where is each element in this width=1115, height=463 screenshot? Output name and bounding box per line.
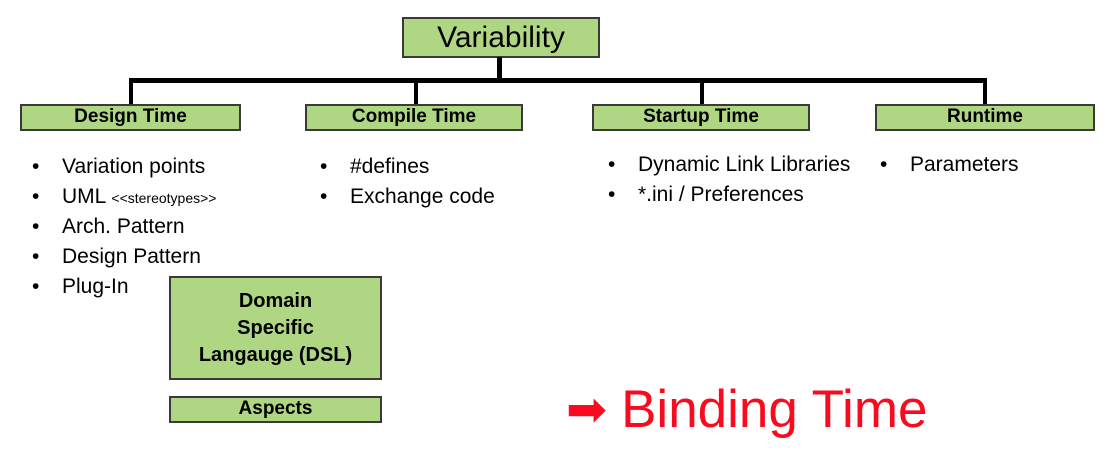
list-item: • Parameters	[880, 150, 1100, 180]
list-item: • UML <<stereotypes>>	[32, 182, 297, 212]
bullet-icon: •	[608, 153, 616, 176]
bullet-icon: •	[32, 155, 40, 178]
bullet-icon: •	[880, 153, 888, 176]
bullet-list-compile-time: • #defines • Exchange code	[320, 152, 570, 212]
node-variability: Variability	[402, 17, 600, 58]
node-runtime: Runtime	[875, 104, 1095, 131]
list-item-label: Plug-In	[62, 275, 129, 299]
list-item-text: UML	[62, 185, 106, 209]
node-design-time-label: Design Time	[74, 106, 187, 128]
list-item-label: Arch. Pattern	[62, 215, 185, 239]
node-dsl-line-3: Langauge (DSL)	[198, 343, 353, 366]
list-item-label: #defines	[350, 155, 430, 178]
bullet-list-design-time: • Variation points • UML <<stereotypes>>…	[32, 152, 297, 302]
list-item: • Plug-In	[32, 272, 297, 302]
list-item-stereotype: <<stereotypes>>	[111, 190, 217, 207]
list-item: • Dynamic Link Libraries	[608, 150, 863, 180]
list-item-label: Dynamic Link Libraries	[638, 153, 851, 176]
right-arrow-icon: ➡	[566, 381, 608, 438]
list-item: • Variation points	[32, 152, 297, 182]
node-startup-time: Startup Time	[592, 104, 810, 131]
node-design-time: Design Time	[20, 104, 241, 131]
node-aspects-label: Aspects	[238, 398, 313, 420]
list-item: • Design Pattern	[32, 242, 297, 272]
bullet-icon: •	[32, 215, 40, 239]
bullet-icon: •	[32, 275, 40, 299]
connector-drop-runtime	[983, 78, 987, 106]
bullet-list-startup-time: • Dynamic Link Libraries • *.ini / Prefe…	[608, 150, 863, 210]
list-item-label: Variation points	[62, 155, 206, 178]
list-item: • #defines	[320, 152, 570, 182]
binding-time-label: Binding Time	[621, 380, 928, 439]
list-item-label: UML <<stereotypes>>	[62, 182, 297, 212]
bullet-icon: •	[320, 185, 328, 209]
list-item: • Exchange code	[320, 182, 570, 212]
list-item: • Arch. Pattern	[32, 212, 297, 242]
binding-time-callout: ➡ Binding Time	[566, 383, 927, 436]
bullet-icon: •	[320, 155, 328, 178]
node-startup-time-label: Startup Time	[643, 106, 759, 128]
connector-horizontal-bus	[129, 78, 986, 83]
node-dsl-line-1: Domain	[238, 289, 313, 312]
node-compile-time-label: Compile Time	[351, 106, 477, 128]
connector-root-stem	[497, 57, 502, 81]
node-variability-label: Variability	[437, 20, 565, 54]
node-aspects: Aspects	[169, 396, 382, 423]
bullet-icon: •	[608, 183, 616, 207]
bullet-icon: •	[32, 245, 40, 269]
list-item-label: *.ini / Preferences	[638, 183, 804, 207]
node-domain-specific-language: Domain Specific Langauge (DSL)	[169, 276, 382, 380]
node-dsl-text: Domain Specific Langauge (DSL)	[199, 288, 352, 369]
connector-drop-startup-time	[700, 78, 704, 106]
connector-drop-design-time	[129, 78, 133, 106]
list-item: • *.ini / Preferences	[608, 180, 863, 210]
node-dsl-line-2: Specific	[237, 316, 314, 339]
list-item-label: Design Pattern	[62, 245, 201, 269]
connector-drop-compile-time	[414, 78, 418, 106]
list-item-label: Exchange code	[350, 185, 495, 209]
bullet-list-runtime: • Parameters	[880, 150, 1100, 180]
node-compile-time: Compile Time	[305, 104, 523, 131]
node-runtime-label: Runtime	[947, 106, 1023, 128]
bullet-icon: •	[32, 185, 40, 209]
list-item-label: Parameters	[910, 153, 1019, 176]
